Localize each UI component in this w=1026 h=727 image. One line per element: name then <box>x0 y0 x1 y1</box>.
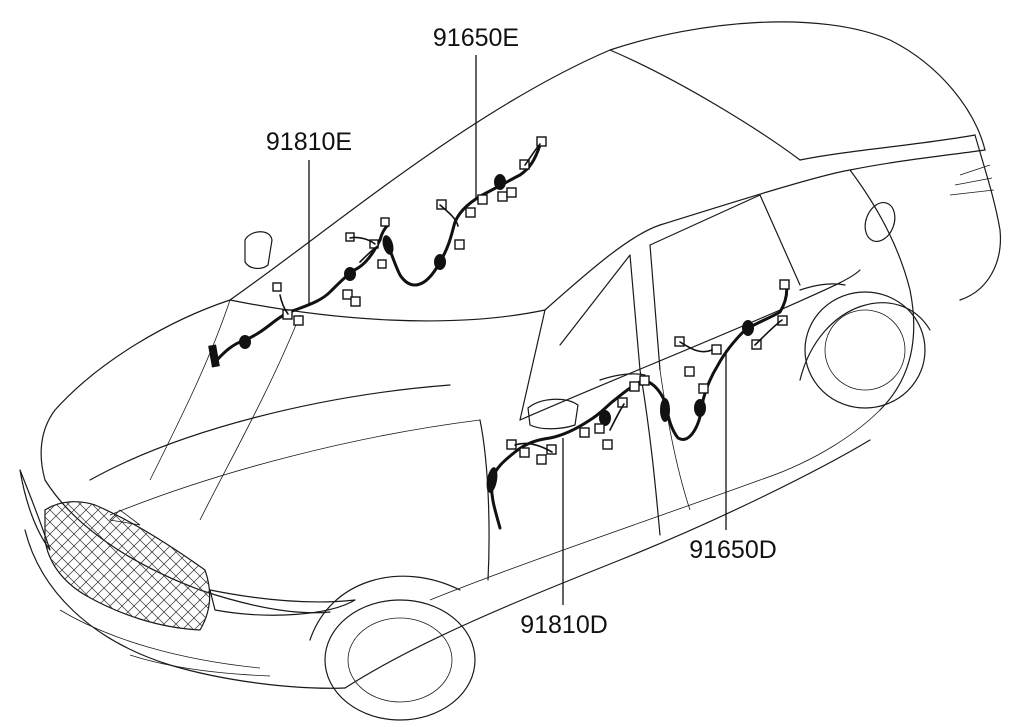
label-91650d: 91650D <box>689 536 777 564</box>
grille-mesh-line <box>308 480 488 660</box>
grille-mesh-line <box>212 480 392 660</box>
grille-mesh-line <box>45 501 105 630</box>
harness-91650d <box>660 279 790 441</box>
grille-mesh-line <box>344 480 524 660</box>
grille-mesh-line <box>175 501 210 630</box>
grille-mesh-line <box>0 480 32 660</box>
grille-mesh-line <box>332 480 512 660</box>
grille-mesh-line <box>151 501 210 630</box>
harness-91810d <box>486 375 667 530</box>
grille-mesh-line <box>45 501 141 630</box>
grille-mesh-line <box>45 501 177 630</box>
grille-mesh-line <box>45 501 129 630</box>
grille-mesh-line <box>344 480 524 660</box>
grille-mesh-line <box>224 480 404 660</box>
grille-mesh-line <box>45 501 141 630</box>
grille-mesh-line <box>45 501 165 630</box>
grille-mesh-line <box>45 501 105 630</box>
grille-mesh-line <box>0 480 44 660</box>
grille-mesh-line <box>260 480 440 660</box>
harness-91810e <box>208 217 390 368</box>
grille-mesh-line <box>115 501 210 630</box>
grille-mesh-line <box>139 501 210 630</box>
grille-mesh-line <box>45 501 81 630</box>
grille-mesh-line <box>236 480 416 660</box>
grille-mesh-line <box>115 501 210 630</box>
grille-mesh-line <box>308 480 488 660</box>
grille-mesh-line <box>272 480 452 660</box>
grille-mesh-line <box>45 501 129 630</box>
grille-mesh-line <box>0 480 8 660</box>
grille-mesh-line <box>187 501 210 630</box>
grille-mesh-line <box>163 501 210 630</box>
grille-mesh-line <box>212 480 392 660</box>
grille-mesh-line <box>187 501 210 630</box>
grille-mesh-line <box>284 480 464 660</box>
grille-mesh-line <box>320 480 500 660</box>
grille-mesh-line <box>199 501 210 630</box>
grille-mesh-line <box>272 480 452 660</box>
grille-mesh-line <box>45 501 201 630</box>
grille-mesh-line <box>260 480 440 660</box>
grille-mesh-line <box>248 480 428 660</box>
grille-mesh-line <box>332 480 512 660</box>
label-91810d: 91810D <box>520 611 608 639</box>
grille-mesh-line <box>320 480 500 660</box>
grille-mesh-line <box>45 501 165 630</box>
grille-mesh-line <box>175 501 210 630</box>
grille-mesh-line <box>45 501 93 630</box>
grille-mesh-line <box>79 501 210 630</box>
grille-mesh-line <box>163 501 210 630</box>
grille-mesh-line <box>296 480 476 660</box>
grille-mesh-line <box>0 480 20 660</box>
grille-mesh-line <box>45 501 177 630</box>
grille-mesh-line <box>45 501 57 630</box>
grille <box>0 480 524 660</box>
grille-mesh-line <box>103 501 210 630</box>
label-91650e: 91650E <box>433 24 519 52</box>
grille-mesh-line <box>224 480 404 660</box>
grille-mesh-line <box>45 501 81 630</box>
grille-mesh-line <box>45 501 57 630</box>
part-labels: 91650E 91810E 91650D 91810D <box>266 24 777 639</box>
grille-mesh-line <box>248 480 428 660</box>
grille-mesh-line <box>0 480 8 660</box>
grille-mesh-line <box>284 480 464 660</box>
label-91810e: 91810E <box>266 128 352 156</box>
grille-mesh-line <box>139 501 210 630</box>
grille-mesh-line <box>0 480 20 660</box>
grille-mesh-line <box>296 480 476 660</box>
grille-mesh-line <box>199 501 210 630</box>
leader-lines <box>308 55 727 605</box>
grille-mesh-line <box>45 501 93 630</box>
harness-91650e <box>382 136 547 287</box>
grille-mesh-line <box>236 480 416 660</box>
grille-mesh-line <box>0 480 44 660</box>
grille-mesh-line <box>151 501 210 630</box>
grille-mesh-line <box>91 501 210 630</box>
grille-mesh-line <box>67 501 210 630</box>
grille-mesh-line <box>0 480 32 660</box>
